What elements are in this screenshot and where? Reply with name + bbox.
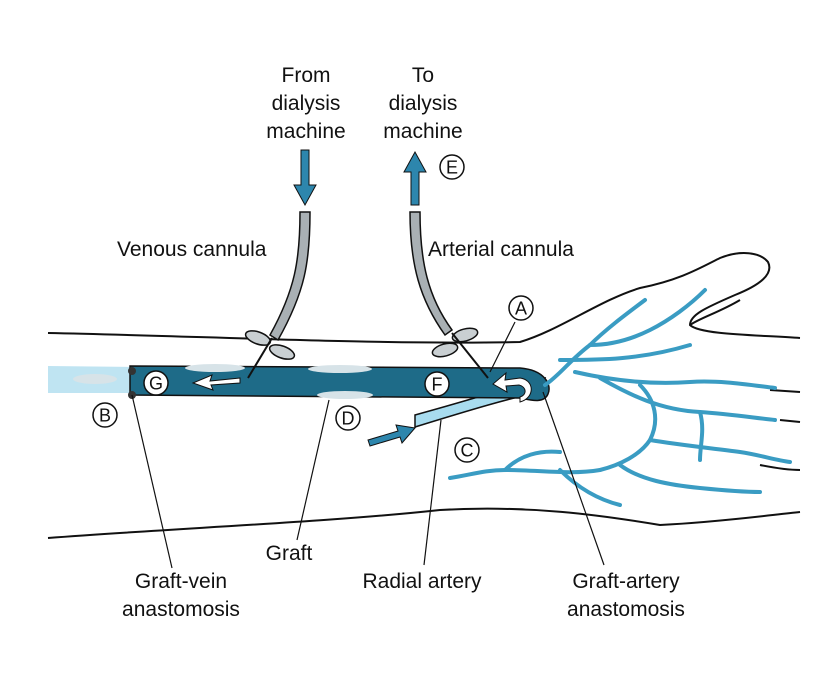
finger-line-3 <box>759 464 801 471</box>
vein-branch <box>543 298 647 387</box>
thumb-outline <box>689 299 741 326</box>
label-to-machine: To dialysis machine <box>383 64 462 143</box>
leader-line <box>489 321 516 373</box>
venous-cannula-tube <box>268 211 311 342</box>
graft-highlight <box>308 365 372 373</box>
graft-vein-line-1: Graft-vein <box>135 570 227 593</box>
arm-outline <box>47 252 801 539</box>
graft-highlight <box>317 391 373 399</box>
arterial-cannula <box>409 211 489 379</box>
graft-highlight <box>73 374 117 384</box>
marker-a: A <box>508 295 534 321</box>
anastomosis-dot <box>128 367 136 375</box>
marker-g-label: G <box>149 374 163 394</box>
finger-line-2 <box>779 419 801 423</box>
curved-arrow-icon <box>492 371 532 403</box>
from-machine-line-3: machine <box>266 120 345 143</box>
leader-line <box>423 419 442 566</box>
vein-branch <box>598 383 658 472</box>
leader-line <box>542 391 605 566</box>
vein-branch <box>558 468 622 507</box>
finger-line-1 <box>769 389 801 393</box>
marker-b: B <box>92 402 118 428</box>
label-graft: Graft <box>266 542 313 565</box>
marker-b-label: B <box>99 406 111 426</box>
marker-f-label: F <box>432 375 443 395</box>
graft-highlights <box>73 364 373 399</box>
label-arterial-cannula: Arterial cannula <box>428 238 574 261</box>
arterial-cannula-tube <box>409 211 454 337</box>
marker-c: C <box>454 437 480 463</box>
arterial-needle <box>451 332 489 379</box>
graft-highlight <box>185 364 245 372</box>
leader-line <box>131 394 173 569</box>
leader-line <box>296 399 330 541</box>
graft-artery-line-2: anastomosis <box>567 598 685 621</box>
venous-cannula-wing-right <box>268 344 296 360</box>
venous-needle <box>247 337 273 379</box>
vein-branch <box>588 288 707 347</box>
marker-d-label: D <box>342 409 355 429</box>
vein-branch <box>618 463 762 494</box>
label-graft-artery-anastomosis: Graft-artery anastomosis <box>567 570 685 621</box>
down-arrow-icon <box>293 149 317 207</box>
from-machine-line-1: From <box>282 64 331 87</box>
arm-lower-edge <box>47 507 801 539</box>
label-from-machine: From dialysis machine <box>266 64 345 143</box>
venous-cannula <box>244 211 311 379</box>
hand-veins <box>448 288 792 507</box>
to-machine-line-3: machine <box>383 120 462 143</box>
marker-e: E <box>439 154 465 180</box>
up-arrow-icon <box>403 150 427 206</box>
marker-f: F <box>424 371 450 397</box>
right-arrow-icon <box>367 424 416 447</box>
arm-upper-edge <box>47 252 801 344</box>
marker-d: D <box>335 405 361 431</box>
marker-c-label: C <box>461 441 474 461</box>
marker-e-label: E <box>446 158 458 178</box>
graft-artery-line-1: Graft-artery <box>572 570 680 593</box>
label-radial-artery: Radial artery <box>362 570 482 593</box>
vein-branch <box>573 370 777 390</box>
to-machine-line-1: To <box>412 64 434 87</box>
marker-g: G <box>143 370 169 396</box>
from-machine-line-2: dialysis <box>272 92 341 115</box>
vein-branch <box>448 467 602 480</box>
left-arrow-icon <box>191 374 241 391</box>
arterial-cannula-wing-left <box>431 342 459 358</box>
arterial-cannula-wing-right <box>451 327 479 343</box>
label-venous-cannula: Venous cannula <box>117 238 267 261</box>
to-machine-line-2: dialysis <box>389 92 458 115</box>
leader-lines <box>131 321 605 569</box>
vein-branch <box>503 449 562 472</box>
label-graft-vein-anastomosis: Graft-vein anastomosis <box>122 570 240 621</box>
graft-vein-line-2: anastomosis <box>122 598 240 621</box>
vein-branch <box>648 438 792 464</box>
vein-branch <box>558 343 692 362</box>
flow-arrows <box>191 149 532 447</box>
marker-a-label: A <box>515 299 527 319</box>
vein-branch <box>698 410 705 462</box>
